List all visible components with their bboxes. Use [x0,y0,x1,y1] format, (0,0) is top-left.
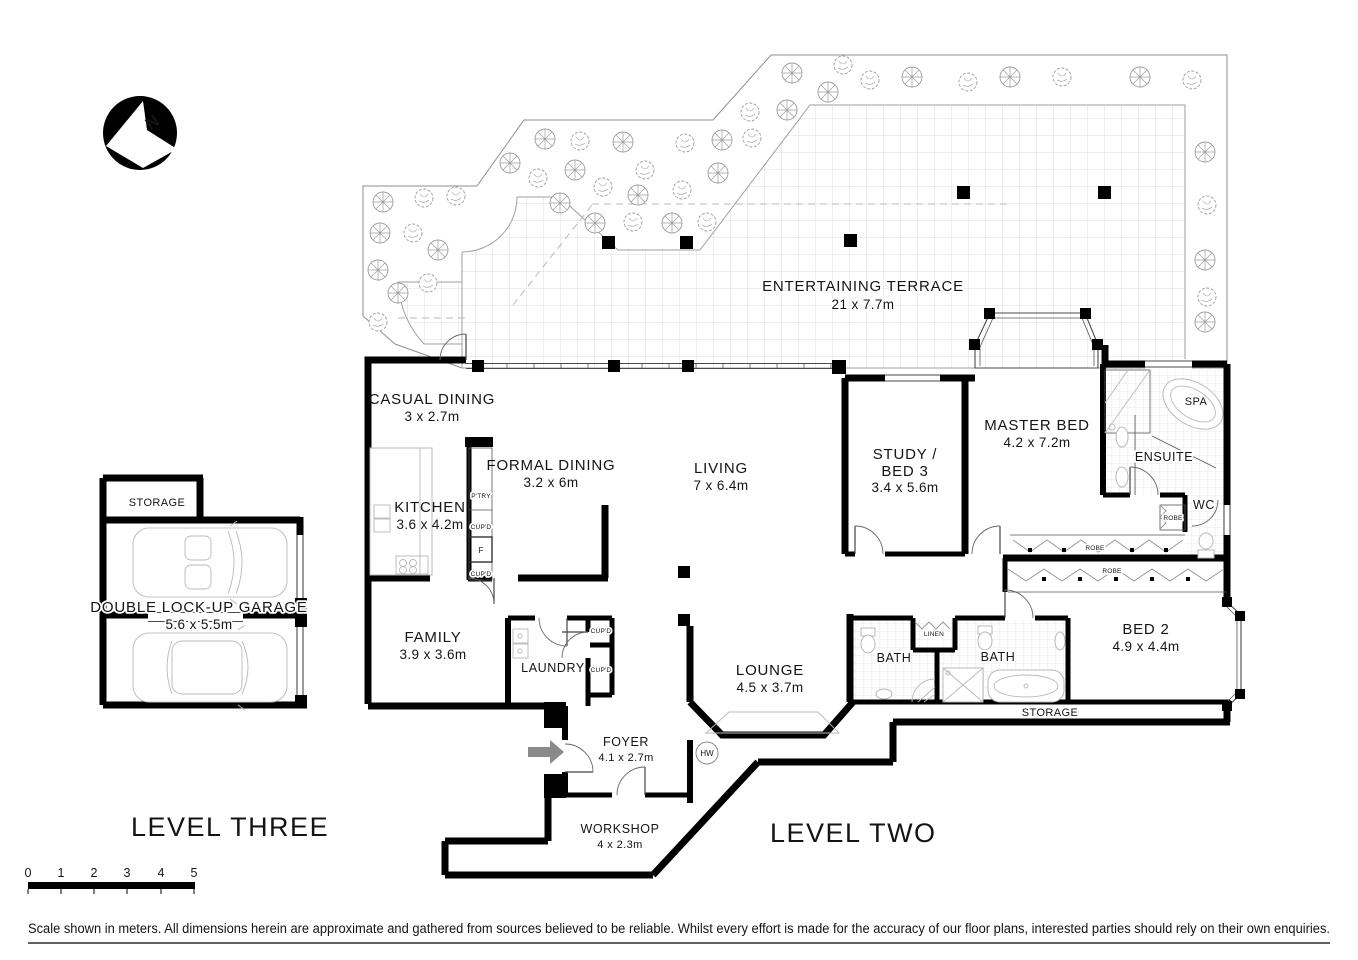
terrace-dims: 21 x 7.7m [832,297,895,312]
spa-label: SPA [1185,396,1208,408]
formal-dining-label: FORMAL DINING [486,457,615,474]
level-three-walls [99,474,307,709]
laundry-fixtures [512,628,529,659]
linen-label: LINEN [924,631,944,638]
living-label: LIVING [694,460,748,477]
lounge-dims: 4.5 x 3.7m [736,680,803,695]
casual-dining-dims: 3 x 2.7m [405,409,460,424]
storage-strip-label: STORAGE [1022,707,1078,719]
bath2-fixtures [942,625,1066,703]
scale-tick-5: 5 [191,866,198,880]
terrace-tiles [461,104,1186,369]
kitchen-label: KITCHEN [394,499,465,516]
bath2-label: BATH [981,650,1016,664]
scale-tick-0: 0 [25,866,32,880]
family-label: FAMILY [404,629,461,646]
wc-label: WC [1193,498,1215,512]
garage-cars [132,520,288,711]
level-two-walls [364,345,1231,879]
master-bed-dims: 4.2 x 7.2m [1003,435,1070,450]
workshop-dims: 4 x 2.3m [597,839,642,851]
storage-garage-label: STORAGE [129,497,185,509]
terrace-posts [602,186,1111,249]
wc-fixtures [1197,532,1215,559]
scale-tick-2: 2 [91,866,98,880]
master-bed-label: MASTER BED [984,417,1090,434]
bed2-label: BED 2 [1122,621,1169,638]
robe-closet-label: ROBE [1163,515,1183,522]
windows [885,359,1232,535]
ptry-label: P'TRY [471,493,491,500]
casual-dining-label: CASUAL DINING [369,391,496,408]
robe-master-label: ROBE [1085,545,1105,552]
cupd-hall-2: CUP'D [591,667,612,674]
foyer-label: FOYER [603,735,649,749]
disclaimer-text: Scale shown in meters. All dimensions he… [28,921,1330,936]
bath1-fixtures [860,621,951,703]
study-dims: 3.4 x 5.6m [871,480,938,495]
formal-dining-dims: 3.2 x 6m [524,475,579,490]
workshop-label: WORKSHOP [580,822,659,836]
garage-dims: 5.6 x 5.5m [165,617,232,632]
bed2-bay-window [1222,597,1245,711]
robe-bed2-label: ROBE [1102,568,1122,575]
study-label-2: BED 3 [881,463,928,480]
scale-tick-4: 4 [158,866,165,880]
cupd-hall-1: CUP'D [591,628,612,635]
scale-bar: 0 1 2 3 4 5 [25,866,198,894]
cupd-kitchen-1: CUP'D [471,524,492,531]
garage-label: DOUBLE LOCK-UP GARAGE [90,599,307,616]
level-three-title: LEVEL THREE [131,812,329,842]
fridge-label: F [479,546,484,555]
terrace-glass-doors [466,360,846,374]
garden-area [362,54,1228,369]
cupd-kitchen-2: CUP'D [471,571,492,578]
scale-tick-3: 3 [124,866,131,880]
foyer-dims: 4.1 x 2.7m [598,752,653,764]
north-arrow: N [103,96,177,170]
level-two-title: LEVEL TWO [770,818,937,848]
terrace-label: ENTERTAINING TERRACE [762,278,964,295]
room-labels: ENTERTAINING TERRACE 21 x 7.7m CASUAL DI… [89,276,1217,851]
study-label-1: STUDY / [873,446,938,463]
lounge-bay-seat [704,711,841,734]
lounge-label: LOUNGE [736,662,804,679]
entry-arrow [528,740,564,764]
master-bay-window [969,308,1103,369]
laundry-label: LAUNDRY [521,661,585,675]
door-swings [439,333,1219,796]
bed2-dims: 4.9 x 4.4m [1112,639,1179,654]
family-dims: 3.9 x 3.6m [399,647,466,662]
kitchen-fixtures [369,447,493,581]
hw-label: HW [700,749,714,758]
scale-tick-1: 1 [58,866,65,880]
living-dims: 7 x 6.4m [694,478,749,493]
disclaimer: Scale shown in meters. All dimensions he… [28,921,1330,944]
kitchen-dims: 3.6 x 4.2m [396,517,463,532]
ensuite-fixtures [1104,369,1224,495]
hot-water-unit [695,741,719,765]
bath1-label: BATH [877,651,912,665]
robe-rails [1007,504,1227,593]
ensuite-label: ENSUITE [1135,450,1193,464]
